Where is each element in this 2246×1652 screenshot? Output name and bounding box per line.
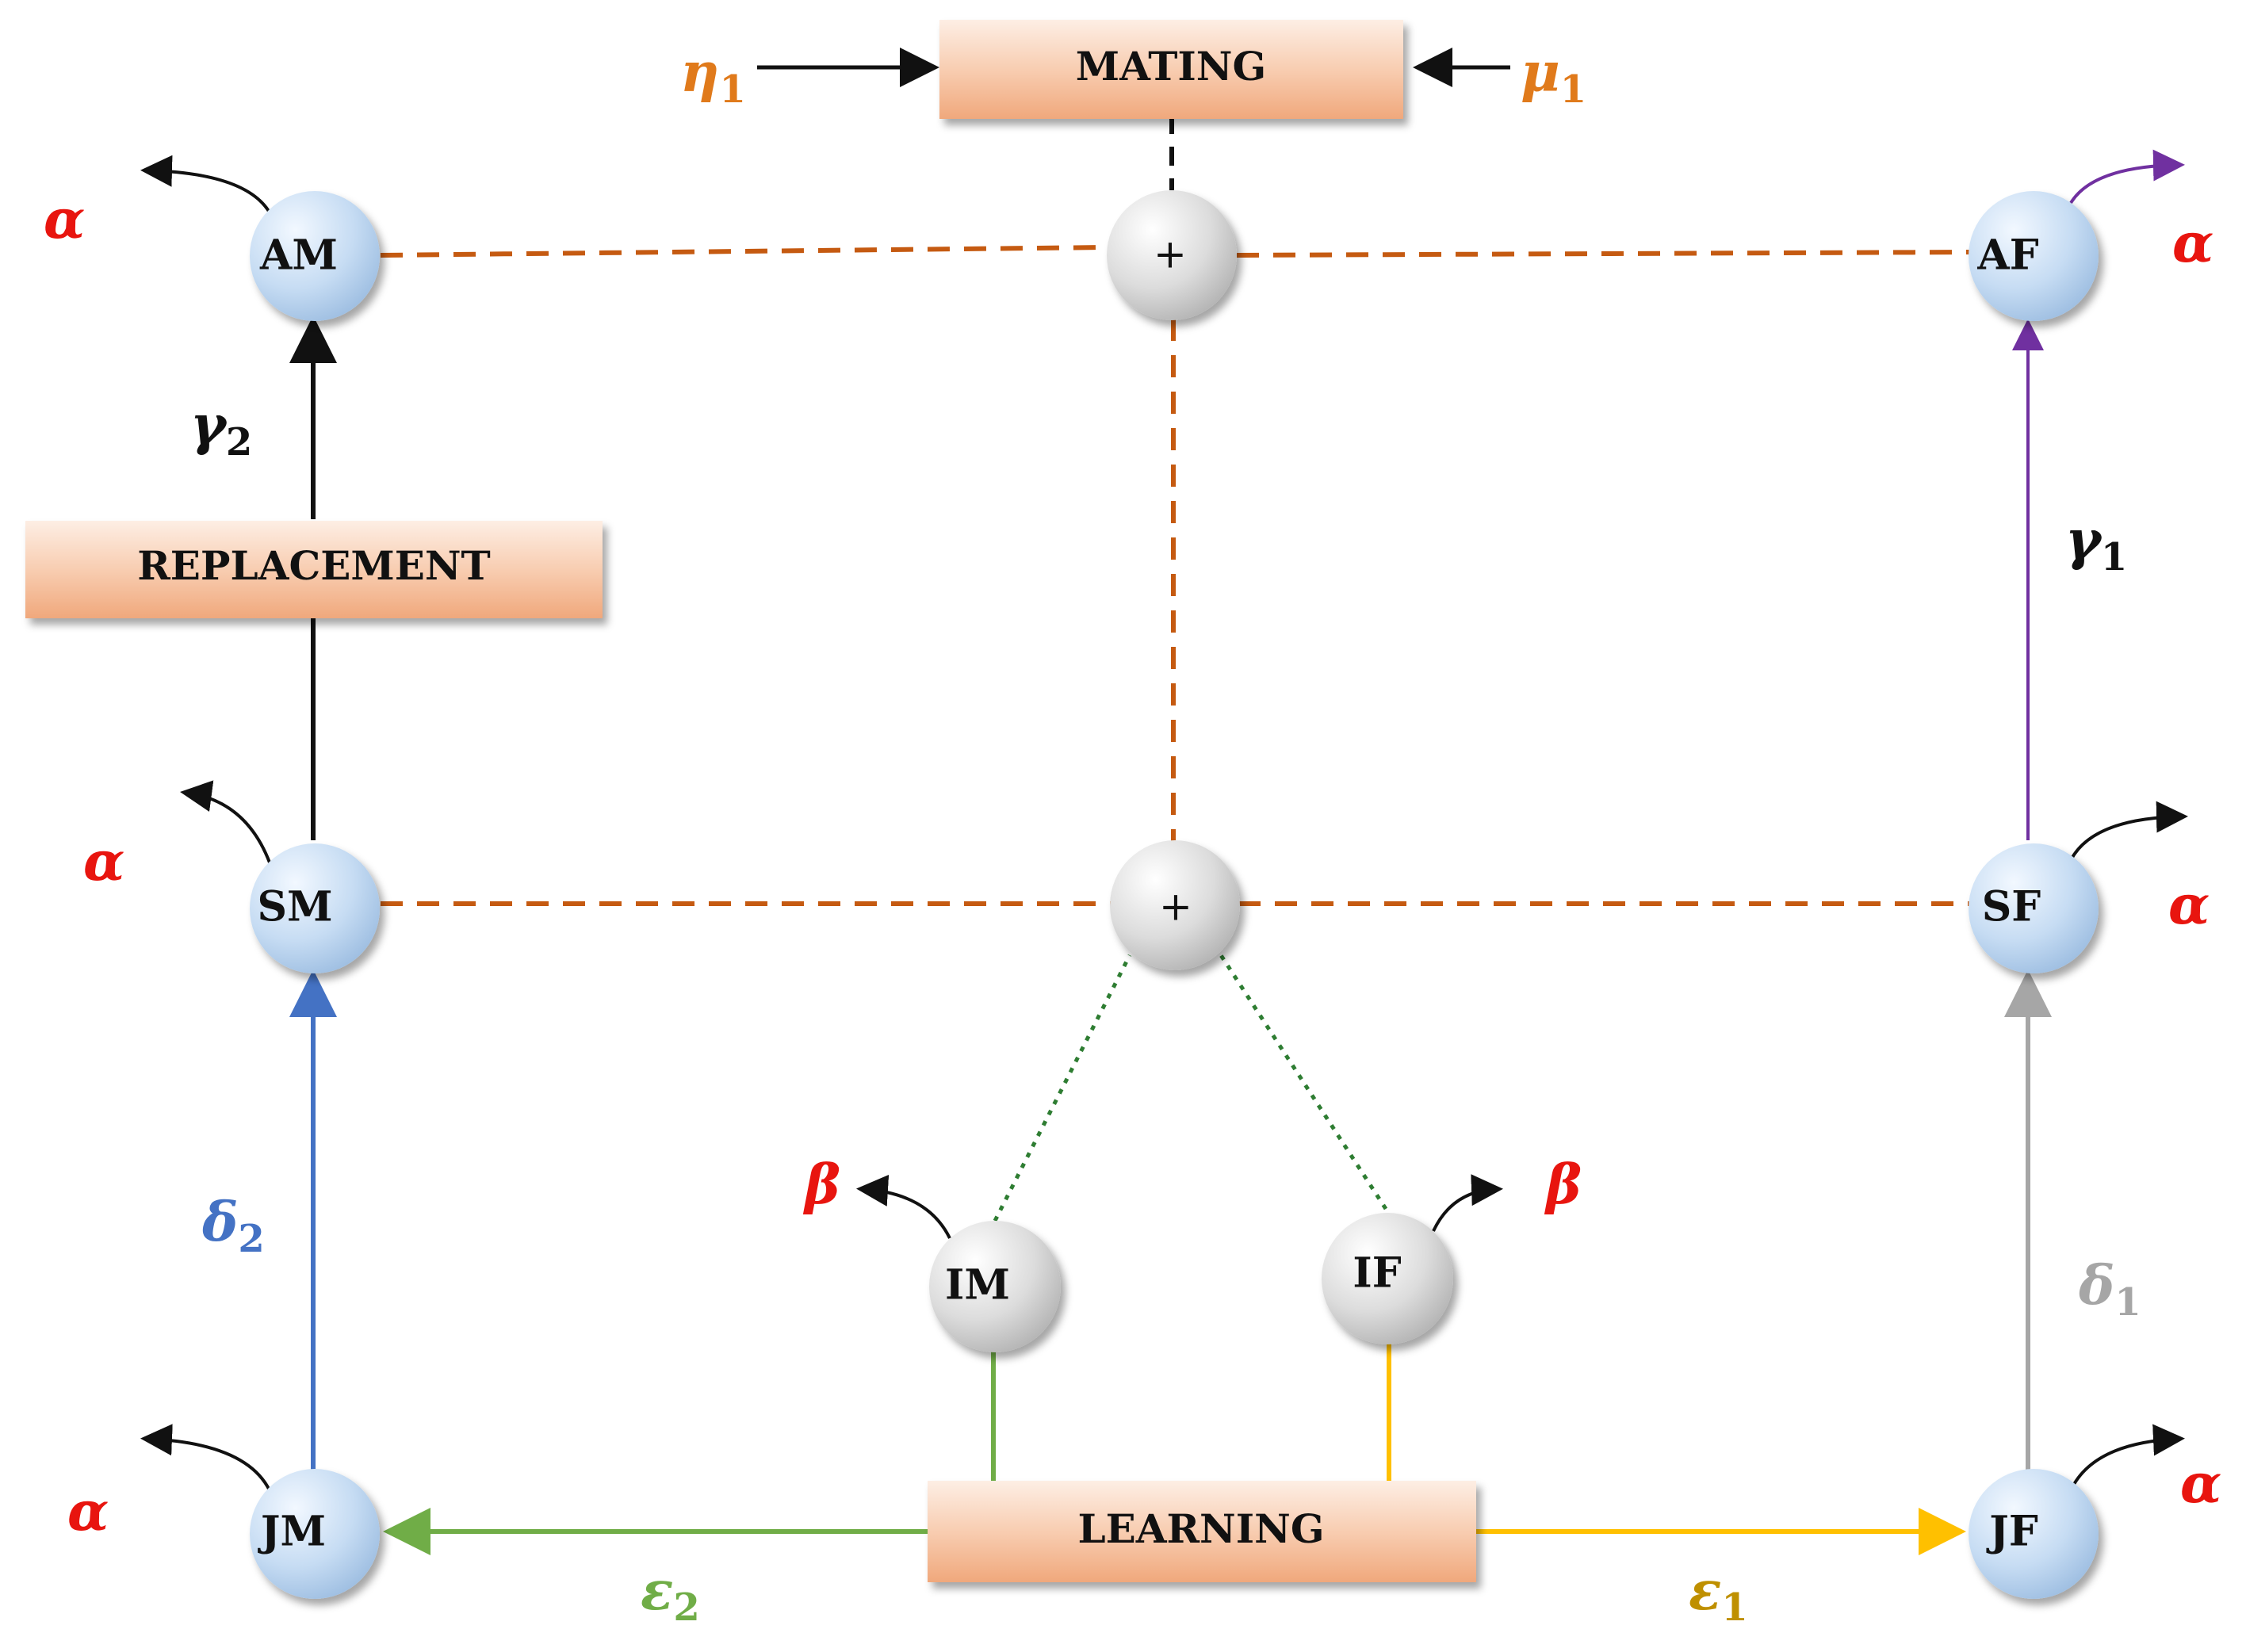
learning-box-label: LEARNING [1077, 1505, 1324, 1552]
death-arrow-am [140, 155, 271, 214]
param-alpha-jm: α [67, 1480, 109, 1543]
node-if: IF [1322, 1213, 1453, 1344]
death-arrow-sf [2069, 801, 2188, 861]
death-arrow-if [1432, 1174, 1503, 1232]
node-im: IM [929, 1221, 1061, 1352]
node-plus-mid: + [1110, 840, 1240, 970]
param-alpha-sf: α [2168, 874, 2210, 937]
param-delta1: δ1 [2078, 1254, 2141, 1325]
node-sf-label: SF [1982, 883, 2041, 931]
node-jf: JF [1969, 1469, 2099, 1599]
param-alpha-sm: α [83, 830, 124, 893]
replacement-box: REPLACEMENT [25, 521, 603, 618]
node-sm: SM [250, 843, 380, 973]
param-eps1: ε1 [1689, 1559, 1748, 1630]
learning-box: LEARNING [928, 1481, 1476, 1582]
node-plus-top-label: + [1154, 231, 1187, 277]
death-arrow-jf [2069, 1424, 2185, 1491]
node-sm-label: SM [257, 883, 332, 931]
link-if-plus-mid [1219, 954, 1388, 1210]
param-eta1: η1 [680, 41, 746, 112]
param-delta2: δ2 [201, 1191, 265, 1261]
node-if-label: IF [1353, 1249, 1401, 1298]
node-jm: JM [250, 1469, 380, 1599]
link-plus-top-af [1236, 250, 1973, 258]
death-arrow-im [856, 1174, 951, 1239]
death-arrow-sm [180, 780, 271, 863]
param-beta-if: β [1544, 1153, 1582, 1217]
death-arrow-af [2069, 149, 2185, 205]
param-mu1: μ1 [1521, 41, 1586, 112]
node-im-label: IM [945, 1261, 1010, 1310]
node-jm-label: JM [258, 1508, 326, 1556]
param-alpha-af: α [2172, 212, 2213, 275]
node-af: AF [1969, 191, 2099, 321]
infected-links [993, 954, 1388, 1222]
mating-links [380, 245, 1973, 906]
node-jf-label: JF [1986, 1508, 2038, 1556]
node-sf: SF [1969, 843, 2099, 973]
param-gamma2: γ2 [190, 394, 252, 465]
death-arrow-jm [140, 1424, 271, 1491]
node-am: AM [250, 191, 380, 321]
param-gamma1: γ1 [2065, 509, 2127, 579]
param-beta-im: β [802, 1153, 840, 1217]
param-alpha-am: α [44, 188, 85, 251]
link-im-plus-mid [993, 954, 1132, 1222]
param-alpha-jf: α [2180, 1452, 2221, 1516]
node-af-label: AF [1976, 231, 2038, 280]
node-plus-top: + [1107, 190, 1237, 320]
mating-box: MATING [939, 20, 1403, 119]
link-am-plus-top [380, 245, 1109, 258]
replacement-box-label: REPLACEMENT [137, 542, 490, 589]
node-am-label: AM [259, 231, 338, 280]
param-eps2: ε2 [641, 1559, 700, 1630]
node-plus-mid-label: + [1159, 884, 1192, 930]
mating-box-label: MATING [1076, 43, 1266, 90]
death-arrows [140, 149, 2188, 1491]
